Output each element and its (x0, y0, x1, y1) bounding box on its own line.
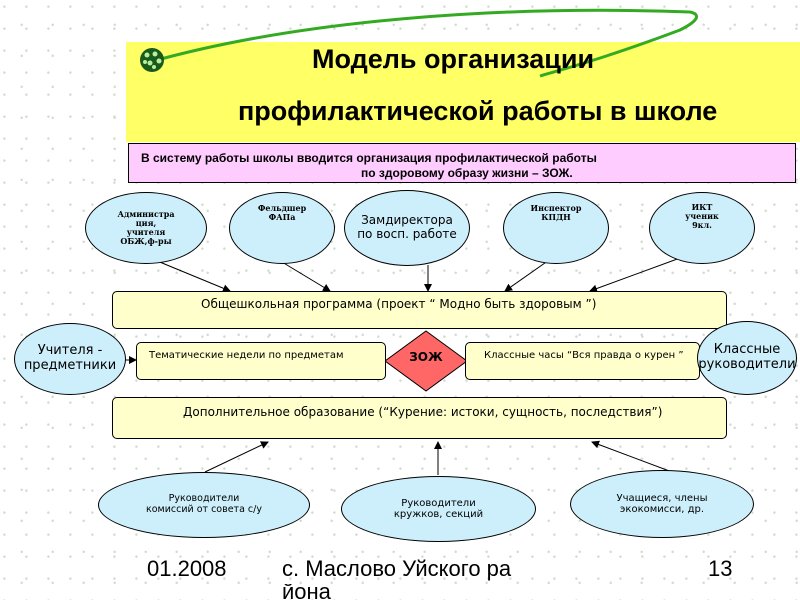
arrow-bottom-1 (204, 441, 269, 473)
node-subject-teachers: Учителя - предметники (14, 323, 126, 395)
node-commission-leaders: Руководители комиссий от совета с/у (98, 472, 310, 538)
title-line-2: профилактической работы в школе (238, 96, 718, 126)
class-hours-label: Классные часы “Вся правда о курен ” (484, 350, 684, 361)
node-students-eco: Учащиеся, члены экокомисси, др. (570, 470, 754, 538)
node-administration: Администра ция, учителя ОБЖ,ф-ры (85, 192, 207, 264)
arrow-top-4 (504, 257, 553, 292)
class-hours-box: Классные часы “Вся правда о курен ” (465, 342, 700, 380)
footer-date: 01.2008 (147, 556, 227, 581)
node-deputy-director: Замдиректора по восп. работе (344, 190, 470, 266)
zozh-diamond (384, 330, 468, 392)
arrow-top-2 (281, 261, 331, 292)
intro-box: В систему работы школы вводится организа… (128, 143, 796, 183)
footer-place-line-2: йона (282, 584, 331, 600)
title-line-1: Модель организации (312, 44, 595, 74)
thematic-weeks-label: Тематические недели по предметам (149, 350, 344, 361)
node-inspector: Инспектор КПДН (503, 192, 609, 264)
footer-place-line-1: с. Маслово Уйского ра (282, 556, 512, 581)
arrow-top-1 (149, 257, 231, 293)
intro-line-1: В систему работы школы вводится организа… (141, 151, 597, 165)
arrow-bottom-3 (591, 440, 673, 473)
additional-education-label: Дополнительное образование (“Курение: ис… (183, 405, 663, 419)
node-club-leaders: Руководители кружков, секций (341, 476, 536, 542)
intro-line-2: по здоровому образу жизни – ЗОЖ. (361, 166, 573, 180)
logo-ball-icon (140, 48, 164, 72)
arrow-top-5 (589, 257, 681, 293)
program-label: Общешкольная программа (проект “ Модно б… (201, 297, 597, 311)
program-box: Общешкольная программа (проект “ Модно б… (112, 291, 727, 329)
thematic-weeks-box: Тематические недели по предметам (136, 342, 386, 380)
node-ikt-student: ИКТ ученик 9кл. (649, 192, 755, 264)
zozh-label: ЗОЖ (409, 350, 443, 364)
title-band (126, 42, 800, 142)
footer-page-number: 13 (708, 556, 733, 581)
additional-education-box: Дополнительное образование (“Курение: ис… (112, 397, 727, 439)
swoosh-decoration (149, 8, 699, 78)
node-class-teachers: Классные руководители (697, 321, 797, 395)
node-medic: Фельдшер ФАПа (229, 192, 335, 264)
